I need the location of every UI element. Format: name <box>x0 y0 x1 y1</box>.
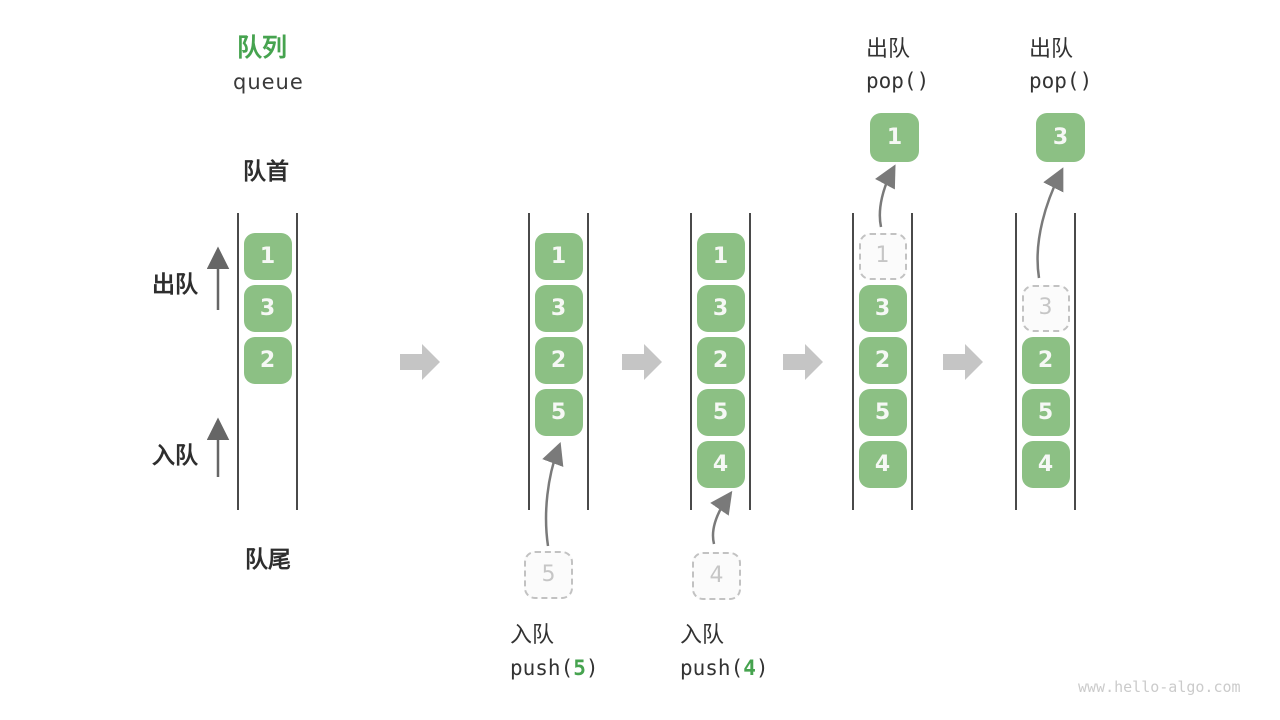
dequeued-slot-3: 3 <box>1021 285 1070 332</box>
popped-box-1: 1 <box>870 113 919 162</box>
diagram-title-zh: 队列 <box>237 33 288 62</box>
queue-item-5: 5 <box>1021 389 1070 436</box>
queue-item-2: 2 <box>243 337 292 384</box>
staged-box-5: 5 <box>524 551 573 599</box>
watermark: www.hello-algo.com <box>1078 678 1241 696</box>
queue-container-state-2-after-push-5: 1 3 2 5 <box>528 213 589 510</box>
state-transition-arrow <box>783 344 823 380</box>
dequeue-side-label: 出队 <box>152 272 198 298</box>
state-transition-arrow <box>622 344 662 380</box>
dequeue-op-1-code: pop() <box>866 69 930 93</box>
state-transition-arrow <box>943 344 983 380</box>
queue-container-state-1: 1 3 2 <box>237 213 298 510</box>
enqueue-side-label: 入队 <box>152 443 198 469</box>
diagram-title-en: queue <box>233 70 304 94</box>
queue-container-state-3-after-push-4: 1 3 2 5 4 <box>690 213 751 510</box>
dequeue-op-2-code: pop() <box>1029 69 1093 93</box>
queue-item-1: 1 <box>534 233 583 280</box>
queue-item-2: 2 <box>1021 337 1070 384</box>
queue-item-3: 3 <box>534 285 583 332</box>
staged-box-4: 4 <box>692 552 741 600</box>
enqueue-op-2: 入队 push(4) <box>680 618 769 684</box>
dequeued-slot-1: 1 <box>858 233 907 280</box>
queue-item-4: 4 <box>696 441 745 488</box>
queue-item-2: 2 <box>858 337 907 384</box>
queue-container-state-5-after-pop-3: 3 2 5 4 <box>1015 213 1076 510</box>
enqueue-op-1-label: 入队 <box>510 623 555 648</box>
queue-item-4: 4 <box>858 441 907 488</box>
dequeue-op-1-label: 出队 <box>866 37 911 62</box>
dequeue-op-2: 出队 pop() <box>1029 33 1092 96</box>
queue-item-3: 3 <box>696 285 745 332</box>
queue-item-5: 5 <box>534 389 583 436</box>
enqueue-op-2-code: push(4) <box>680 656 769 680</box>
queue-item-2: 2 <box>534 337 583 384</box>
queue-item-5: 5 <box>858 389 907 436</box>
state-transition-arrow <box>400 344 440 380</box>
enqueue-op-2-label: 入队 <box>680 623 725 648</box>
queue-item-2: 2 <box>696 337 745 384</box>
queue-item-1: 1 <box>696 233 745 280</box>
queue-item-1: 1 <box>243 233 292 280</box>
queue-item-3: 3 <box>858 285 907 332</box>
queue-front-label: 队首 <box>243 159 289 185</box>
queue-container-state-4-after-pop-1: 1 3 2 5 4 <box>852 213 913 510</box>
dequeue-op-2-label: 出队 <box>1029 37 1074 62</box>
queue-item-4: 4 <box>1021 441 1070 488</box>
queue-item-3: 3 <box>243 285 292 332</box>
popped-box-3: 3 <box>1036 113 1085 162</box>
enqueue-op-1: 入队 push(5) <box>510 618 599 684</box>
dequeue-op-1: 出队 pop() <box>866 33 929 96</box>
queue-item-5: 5 <box>696 389 745 436</box>
queue-rear-label: 队尾 <box>245 547 291 573</box>
enqueue-op-1-code: push(5) <box>510 656 599 680</box>
